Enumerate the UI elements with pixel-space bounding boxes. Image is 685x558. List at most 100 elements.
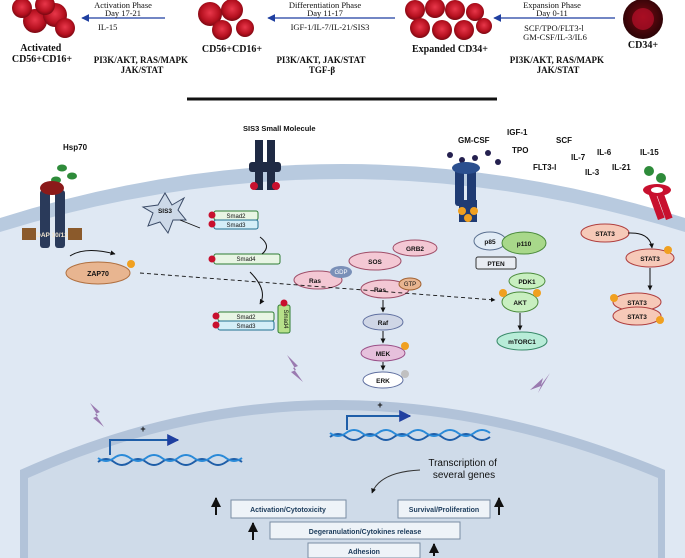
igf1-label: IGF-1 <box>507 128 528 137</box>
ras-label: Ras <box>309 278 321 285</box>
transcription-label: Transcription of several genes <box>428 458 499 481</box>
smad-complex-top: Smad2 Smad3 <box>208 210 259 230</box>
ras-gdp-node <box>293 270 343 290</box>
erk-node <box>362 371 404 389</box>
pten-label: PTEN <box>487 261 505 268</box>
expanded-cd34-cells <box>405 0 492 40</box>
outcome-degranulation-label: Degeranulation/Cytokines release <box>309 529 422 536</box>
outcome-adhesion-label: Adhesion <box>348 549 380 556</box>
sos-label: SOS <box>368 259 382 266</box>
dap-receptor: DAP 10/12 <box>22 181 82 248</box>
smad-complex-bottom: Smad2 Smad3 Smad4 <box>212 299 291 334</box>
il15-label: IL-15 <box>640 148 659 157</box>
cytokine-receptor <box>452 162 480 222</box>
stat3-label-3: STAT3 <box>627 300 647 307</box>
mtorc1-label: mTORC1 <box>508 339 536 346</box>
sis3-label: SIS3 <box>158 208 172 215</box>
expansion-pathways: PI3K/AKT, RAS/MAPK JAK/STAT <box>510 55 607 75</box>
mek-node <box>360 344 406 362</box>
activation-cytokine: IL-15 <box>98 22 117 32</box>
smad2-label-2: Smad2 <box>236 315 256 321</box>
p110-node <box>501 231 547 255</box>
flt3l-label: FLT3-l <box>533 163 556 172</box>
signal-bolt-left <box>90 403 104 427</box>
outcome-survival: Survival/Proliferation <box>397 499 491 519</box>
raf-label: Raf <box>378 320 389 327</box>
smad4-label: Smad4 <box>236 257 256 263</box>
akt-label: AKT <box>513 300 526 307</box>
raf-node <box>362 313 404 331</box>
dna-right: + <box>329 400 491 441</box>
differentiation-pathways: PI3K/AKT, JAK/STAT TGF-β <box>276 55 367 75</box>
p110-label: p110 <box>517 241 532 248</box>
expansion-cytokine: SCF/TPO/FLT3-l GM-CSF/IL-3/IL6 <box>523 23 587 42</box>
differentiation-cytokine: IGF-1/IL-7/IL-21/SIS3 <box>291 22 370 32</box>
pdk1-label: PDK1 <box>518 279 536 286</box>
tgf-receptor <box>249 140 281 190</box>
gdp-node <box>330 266 352 278</box>
expansion-phase-title: Expansion Phase <box>523 0 581 10</box>
sos-node <box>348 251 402 271</box>
tpo-label: TPO <box>512 146 528 155</box>
cd56-cells <box>198 0 254 40</box>
hsp70-ligands <box>51 164 77 184</box>
gtp-label: GTP <box>404 282 416 288</box>
signal-bolt-right <box>530 373 550 393</box>
zap70-node <box>65 261 131 285</box>
il6-label: IL-6 <box>597 148 612 157</box>
outcome-arrows <box>211 497 504 556</box>
il21-label: IL-21 <box>612 163 631 172</box>
outcome-adhesion: Adhesion <box>307 542 421 558</box>
activated-cell-label: Activated CD56+CD16+ <box>12 43 73 65</box>
outcome-activation: Activation/Cytotoxicity <box>230 499 347 519</box>
stat3-label-4: STAT3 <box>627 314 647 321</box>
phase-timeline: Activated CD56+CD16+ Activation Phase Da… <box>12 0 663 75</box>
differentiation-phase-days: Day 11-17 <box>307 8 343 18</box>
pdk1-node <box>508 272 546 290</box>
zap70-label: ZAP70 <box>87 271 109 278</box>
scf-label: SCF <box>556 136 572 145</box>
signal-bolt-center <box>287 355 303 382</box>
gmcsf-label: GM-CSF <box>458 136 490 145</box>
expanded-cell-label: Expanded CD34+ <box>412 44 488 55</box>
smad2-label: Smad2 <box>226 214 246 220</box>
activation-phase-days: Day 17-21 <box>105 8 141 18</box>
il15-receptor <box>643 166 673 221</box>
cd34-cell-label: CD34+ <box>628 40 658 51</box>
mtorc1-node <box>496 331 548 351</box>
grb2-label: GRB2 <box>406 246 424 253</box>
hsp70-label: Hsp70 <box>63 143 88 152</box>
il3-label: IL-3 <box>585 168 600 177</box>
il7-label: IL-7 <box>571 153 586 162</box>
activated-nk-cells <box>12 0 75 38</box>
stat3-dimer-bottom <box>612 306 662 326</box>
activation-phase-title: Activation Phase <box>94 0 152 10</box>
grb2-node <box>392 239 438 257</box>
sis3-small-molecule-label: SIS3 Small Molecule <box>243 124 316 133</box>
p85-label: p85 <box>484 239 496 246</box>
stat3-node-2 <box>625 248 675 268</box>
mek-label: MEK <box>376 351 391 358</box>
stat3-label-1: STAT3 <box>595 231 615 238</box>
akt-node <box>501 291 539 313</box>
smad4-label-2: Smad4 <box>282 309 288 329</box>
gdp-label: GDP <box>334 270 347 276</box>
smad3-label: Smad3 <box>226 223 246 229</box>
ras-label-2: Ras <box>374 287 386 294</box>
sis3-star <box>141 192 188 235</box>
gtp-node <box>398 277 422 291</box>
activation-pathways: PI3K/AKT, RAS/MAPK JAK/STAT <box>94 55 191 75</box>
cd56-cell-label: CD56+CD16+ <box>202 44 263 55</box>
pten-node <box>475 256 517 270</box>
crosstalk-arrow <box>139 272 496 302</box>
plus-right: + <box>377 400 382 410</box>
erk-label: ERK <box>376 378 390 385</box>
outcome-degranulation: Degeranulation/Cytokines release <box>269 521 461 540</box>
smad3-label-2: Smad3 <box>236 324 256 330</box>
cell-panel <box>0 164 685 558</box>
expansion-phase-days: Day 0-11 <box>536 8 568 18</box>
differentiation-phase-title: Differentiation Phase <box>289 0 362 10</box>
plus-left: + <box>140 424 145 434</box>
outcome-survival-label: Survival/Proliferation <box>409 507 479 514</box>
